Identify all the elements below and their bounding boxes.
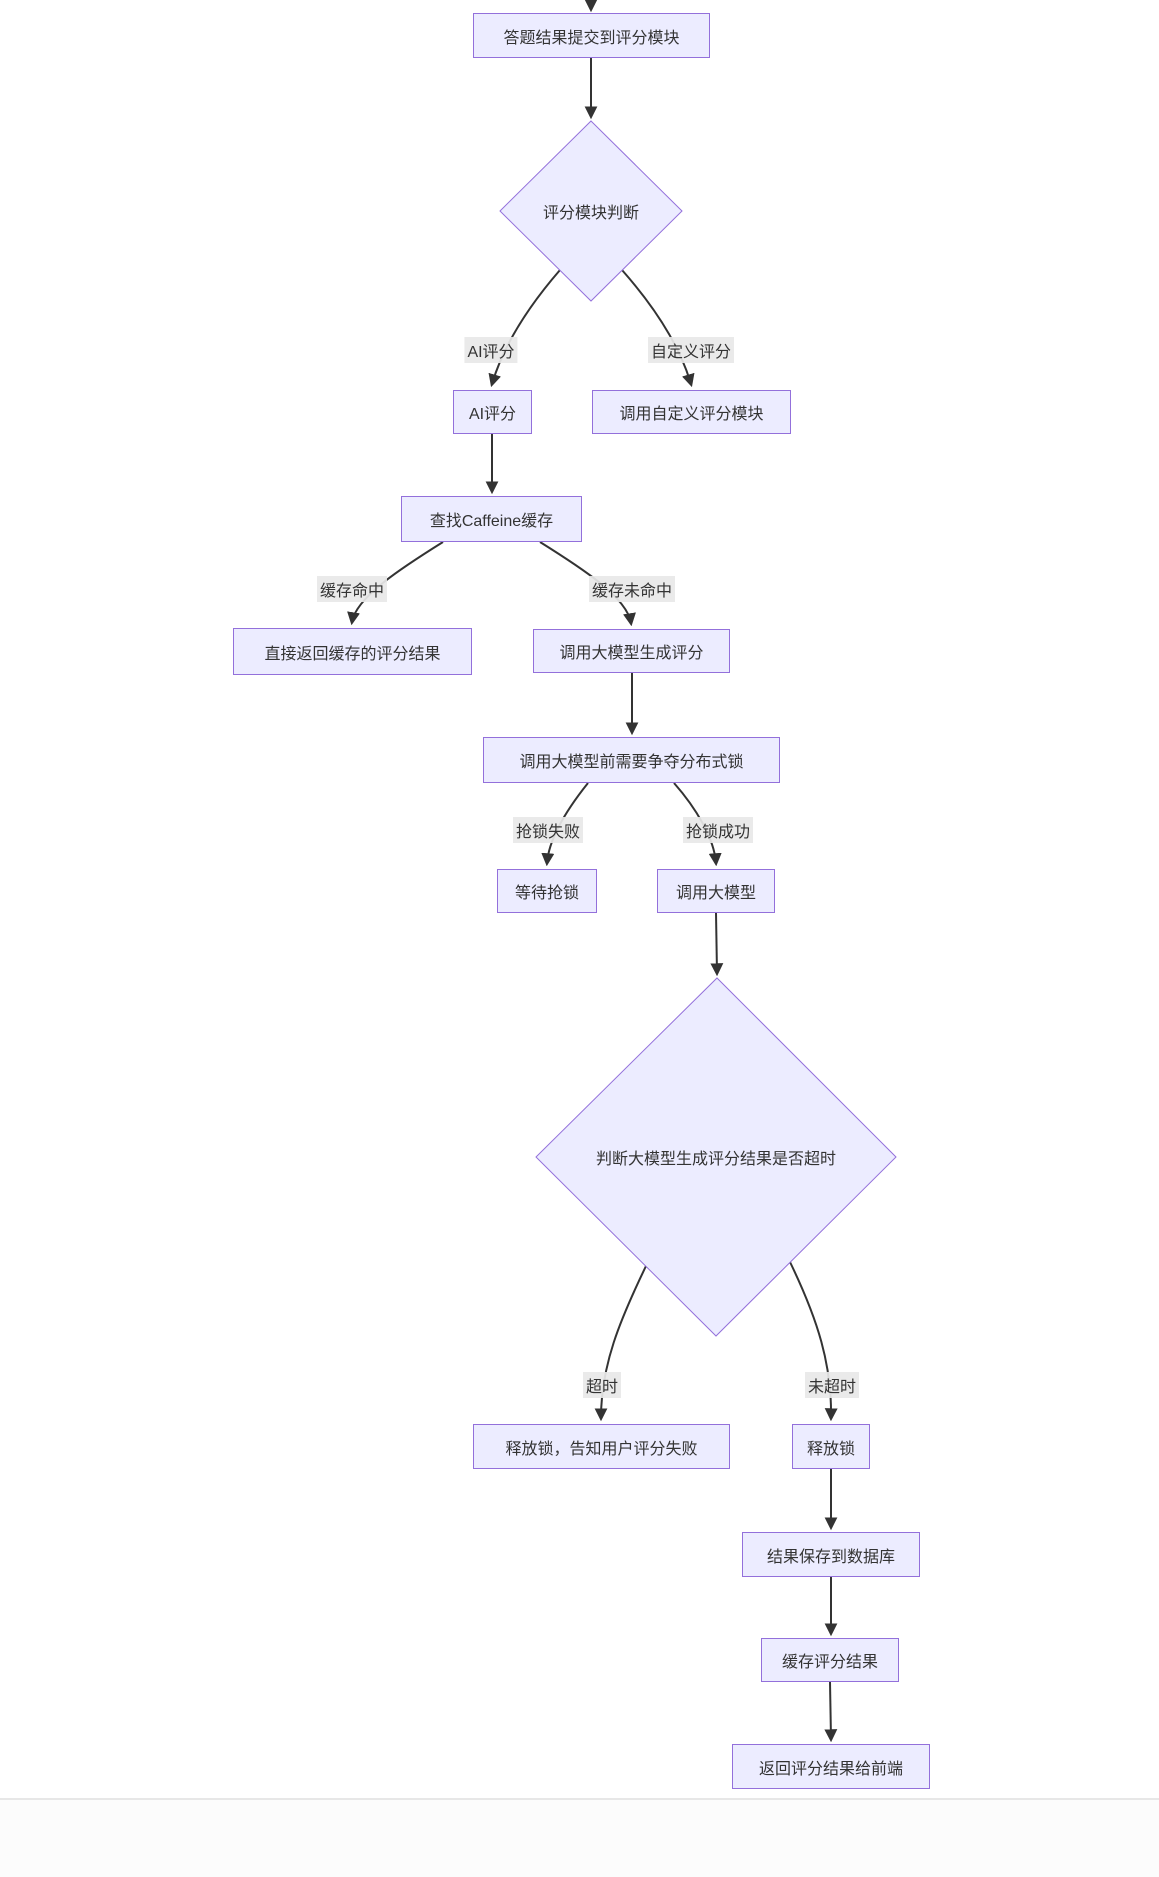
node-custom-score: 调用自定义评分模块: [592, 390, 791, 434]
node-return-front: 返回评分结果给前端: [732, 1744, 930, 1789]
edge-label-cache-miss: 缓存未命中: [588, 576, 676, 602]
node-release-fail: 释放锁，告知用户评分失败: [473, 1424, 730, 1469]
node-submit: 答题结果提交到评分模块: [473, 13, 710, 58]
edge-judge-to-custom: [621, 269, 695, 388]
node-ai-score: AI评分: [453, 390, 532, 434]
edge-cacheresult-to-return: [824, 1681, 838, 1743]
node-timeout-judge-label: 判断大模型生成评分结果是否超时: [595, 1151, 836, 1168]
diamond-module-judge: [499, 120, 683, 302]
bottom-strip: [0, 1800, 1159, 1877]
diamond-timeout-judge: [535, 977, 897, 1337]
node-caffeine-cache: 查找Caffeine缓存: [401, 496, 582, 542]
node-call-llm: 调用大模型: [657, 869, 775, 913]
edge-timeout-yes: [594, 1265, 647, 1422]
edge-label-custom-branch: 自定义评分: [647, 337, 735, 363]
edge-callllm-to-timeoutjudge: [710, 912, 724, 977]
node-release-lock: 释放锁: [792, 1424, 870, 1469]
node-cache-result: 缓存评分结果: [761, 1638, 899, 1682]
node-module-judge-label: 评分模块判断: [542, 205, 639, 222]
node-save-db: 结果保存到数据库: [742, 1532, 920, 1577]
edge-label-lock-success: 抢锁成功: [682, 817, 754, 843]
edge-label-lock-fail: 抢锁失败: [512, 817, 584, 843]
edge-label-timeout-no: 未超时: [804, 1372, 860, 1398]
edge-timeout-no: [789, 1261, 838, 1422]
edge-label-timeout-yes: 超时: [582, 1372, 622, 1398]
node-llm-generate: 调用大模型生成评分: [533, 629, 730, 673]
edge-label-ai-branch: AI评分: [464, 337, 518, 363]
edge-label-cache-hit: 缓存命中: [316, 576, 388, 602]
node-dist-lock: 调用大模型前需要争夺分布式锁: [483, 737, 780, 783]
node-cache-return: 直接返回缓存的评分结果: [233, 628, 472, 675]
edge-judge-to-ai: [488, 269, 561, 388]
node-wait-lock: 等待抢锁: [497, 869, 597, 913]
